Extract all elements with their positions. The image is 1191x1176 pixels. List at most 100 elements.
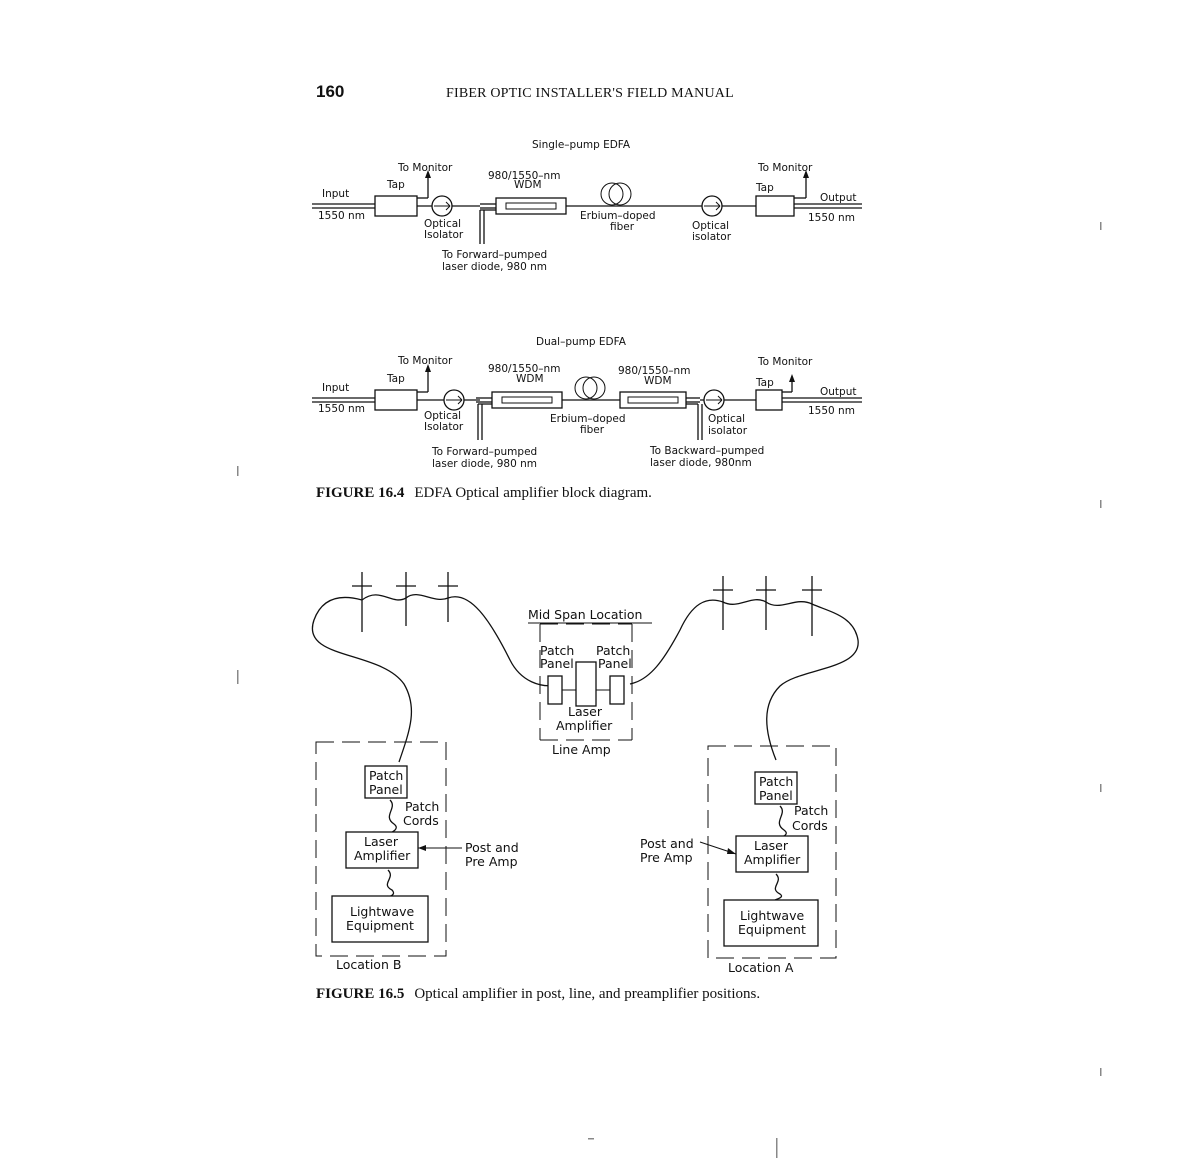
caption-text: EDFA Optical amplifier block diagram. [414,485,652,501]
laser-amplifier-b [345,831,419,869]
figure-16-4-caption: FIGURE 16.4 EDFA Optical amplifier block … [316,485,652,502]
label: isolator [692,231,732,243]
label: Laser [568,704,603,719]
label: Laser [754,838,789,853]
label: WDM [644,375,672,387]
label: Patch [596,643,630,658]
label: 1550 nm [318,210,365,222]
label: Erbium–doped [580,210,656,222]
mid-span-label: Mid Span Location [528,607,642,622]
location-b-frame [315,741,447,957]
caption-label: FIGURE 16.4 [316,485,405,501]
label: laser diode, 980 nm [442,261,547,273]
single-pump-edfa-diagram: Single–pump EDFA [312,139,862,273]
erbium-coil-icon [600,182,624,206]
label: Isolator [424,421,464,433]
label: Erbium–doped [550,413,626,425]
label: laser diode, 980nm [650,457,752,469]
tap-box-right [755,389,783,411]
label: Laser [364,834,399,849]
lightwave-equipment-a [723,899,819,947]
label: Tap [755,377,774,389]
label: Post and [640,836,694,851]
label: Panel [369,782,403,797]
label: Patch [759,774,793,789]
arrow-up-icon [789,374,795,382]
arrow-left-icon [418,845,426,851]
patch-cord-a [778,805,787,839]
label: Pre Amp [465,854,518,869]
utility-pole-icon [352,572,372,632]
erbium-coil-icon [574,376,598,400]
label: Optical [708,413,745,425]
label: Panel [540,656,574,671]
utility-pole-icon [396,572,416,626]
label: Input [322,382,349,394]
scan-noise [237,222,1102,1158]
label: isolator [708,425,748,437]
patch-cord-a-lower [774,873,783,901]
caption-text: Optical amplifier in post, line, and pre… [414,986,761,1002]
utility-pole-icon [438,572,458,622]
label: Pre Amp [640,850,693,865]
label: Tap [386,373,405,385]
label: Tap [386,179,405,191]
label: Output [820,386,856,398]
label: fiber [610,221,635,233]
label: To Monitor [397,355,453,367]
label: To Monitor [757,356,813,368]
label: Cords [403,813,439,828]
dual-pump-title: Dual–pump EDFA [536,336,627,348]
tap-box-left [374,195,418,217]
label: 980/1550–nm [488,170,560,182]
label: 980/1550–nm [488,363,560,375]
label: Cords [792,818,828,833]
tap-box-left [374,389,418,411]
label: Equipment [346,918,414,933]
single-pump-title: Single–pump EDFA [532,139,631,151]
label: Panel [598,656,632,671]
patch-panel-mid-left [547,675,563,705]
label: Amplifier [556,718,613,733]
label: To Monitor [757,162,813,174]
label: 980/1550–nm [618,365,690,377]
label: WDM [514,179,542,191]
label: To Monitor [397,162,453,174]
wdm2-box [619,391,687,409]
label: Lightwave [740,908,804,923]
label: laser diode, 980 nm [432,458,537,470]
laser-amplifier-a [735,835,809,873]
label: Tap [755,182,774,194]
label: Amplifier [354,848,411,863]
label: 1550 nm [808,405,855,417]
location-a-label: Location A [728,960,794,975]
fiber-cable-right [629,599,859,761]
label: Isolator [424,229,464,241]
label: Equipment [738,922,806,937]
label: Input [322,188,349,200]
utility-pole-icon [756,576,776,630]
arrow-right-icon [727,848,736,854]
label: To Backward–pumped [649,445,764,457]
label: Optical [692,220,729,232]
label: Patch [369,768,403,783]
fiber-cable-left [311,593,563,763]
amplifier-positions-diagram: Mid Span Location Patch Panel Patch Pane… [311,572,859,975]
label: fiber [580,424,605,436]
label: 1550 nm [808,212,855,224]
label: Optical [424,218,461,230]
line-amp-label: Line Amp [552,742,611,757]
patch-panel-a [754,771,798,805]
page-number: 160 [316,82,345,101]
arrow-up-icon [425,364,431,372]
label: Patch [540,643,574,658]
patch-cord-b-lower [386,869,395,898]
running-head: FIBER OPTIC INSTALLER'S FIELD MANUAL [446,86,734,101]
label: Patch [405,799,439,814]
patch-panel-mid-right [609,675,625,705]
label: Optical [424,410,461,422]
laser-amplifier-mid [575,661,597,707]
arrow-up-icon [425,170,431,178]
tap-box-right [755,195,795,217]
